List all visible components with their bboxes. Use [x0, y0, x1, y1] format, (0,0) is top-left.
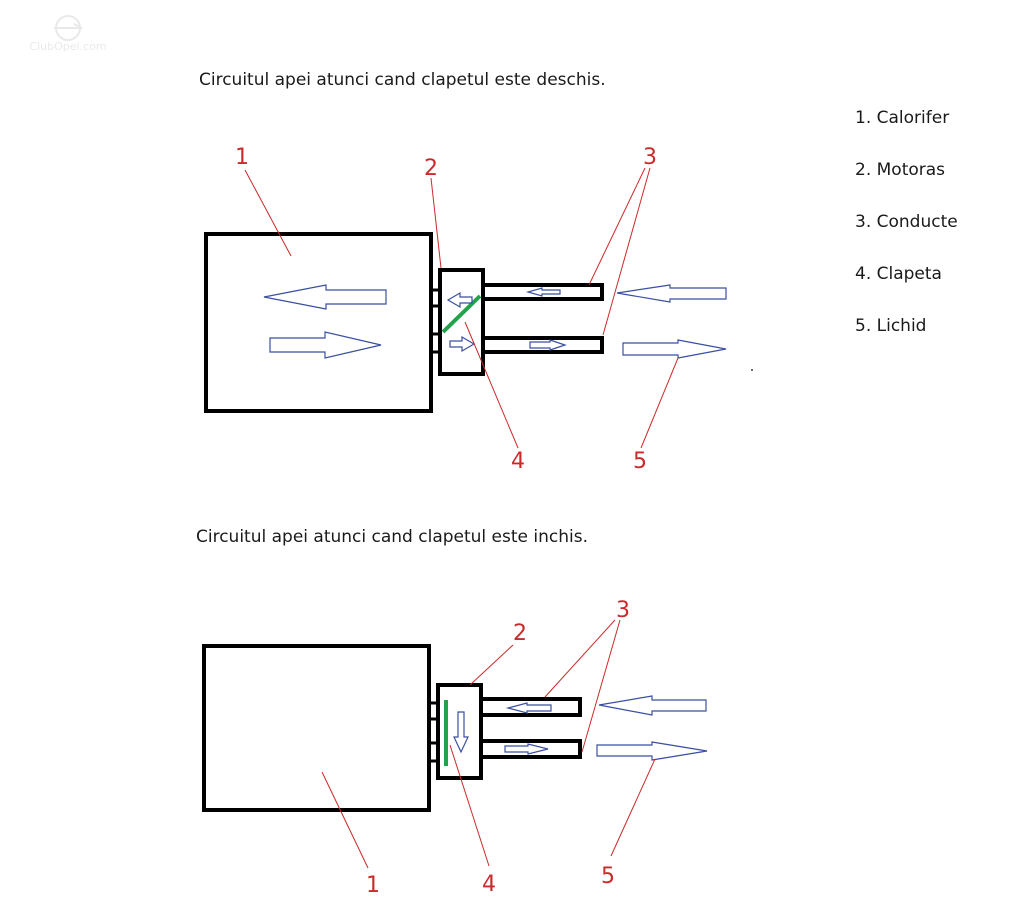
radiator-arrow-right [269, 331, 382, 359]
valve-housing [438, 268, 485, 376]
pipe-upper [479, 697, 582, 717]
leader-3b-bottom [581, 619, 621, 753]
watermark-logo: ClubOpel.com [18, 12, 118, 56]
leader-2-bottom [469, 644, 514, 686]
outside-arrow-left [616, 284, 727, 303]
pipe-upper [481, 283, 604, 301]
pipe-lower [479, 739, 582, 759]
flap-open [441, 294, 482, 334]
open-circuit-diagram: 1 2 3 4 5 [204, 145, 753, 474]
leader-1-bottom [321, 771, 369, 869]
pipe-arrow-left [505, 702, 552, 714]
pipe-arrow-right [504, 743, 549, 755]
leader-4-bottom [449, 744, 490, 867]
valve-arrow-left [446, 291, 473, 309]
radiator-arrow-left [263, 284, 387, 310]
outside-arrow-right [596, 741, 708, 761]
legend-item-motoras: 2. Motoras [855, 160, 946, 180]
leader-3b-top [602, 167, 651, 336]
label-1-bottom: 1 [366, 873, 380, 898]
leader-5-bottom [610, 758, 656, 857]
leader-2-top [430, 177, 442, 269]
stray-dot [751, 369, 753, 371]
label-5-top: 5 [633, 449, 647, 474]
label-4-top: 4 [511, 449, 525, 474]
legend-item-clapeta: 4. Clapeta [855, 264, 942, 284]
legend-item-calorifer: 1. Calorifer [855, 108, 950, 128]
radiator-box [204, 232, 433, 413]
caption-closed-circuit: Circuitul apei atunci cand clapetul este… [196, 527, 589, 547]
valve-arrow-down [453, 711, 469, 754]
pipe-lower [481, 336, 604, 354]
valve-arrow-right [449, 335, 476, 353]
label-2-top: 2 [424, 156, 438, 181]
label-2-bottom: 2 [513, 621, 527, 646]
opel-logo-icon: ClubOpel.com [29, 15, 107, 53]
label-1-top: 1 [235, 145, 249, 170]
pipe-arrow-left [525, 287, 561, 297]
leader-3a-top [588, 167, 646, 286]
leader-5-top [640, 357, 679, 449]
label-3-top: 3 [643, 145, 657, 170]
legend-item-conducte: 3. Conducte [855, 212, 958, 232]
leader-4-top [464, 321, 519, 449]
closed-circuit-diagram: 1 2 3 4 5 [202, 598, 708, 898]
caption-open-circuit: Circuitul apei atunci cand clapetul este… [199, 70, 606, 90]
radiator-box [202, 644, 431, 812]
leader-3a-bottom [544, 619, 616, 698]
outside-arrow-left [598, 695, 707, 716]
pipe-arrow-right [529, 339, 567, 351]
valve-housing [436, 683, 483, 780]
svg-text:ClubOpel.com: ClubOpel.com [29, 40, 106, 53]
outside-arrow-right [622, 339, 727, 359]
label-5-bottom: 5 [601, 864, 615, 889]
label-3-bottom: 3 [616, 598, 630, 623]
label-4-bottom: 4 [482, 872, 496, 897]
legend: 1. Calorifer 2. Motoras 3. Conducte 4. C… [855, 108, 958, 368]
legend-item-lichid: 5. Lichid [855, 316, 927, 336]
leader-1-top [244, 169, 292, 257]
